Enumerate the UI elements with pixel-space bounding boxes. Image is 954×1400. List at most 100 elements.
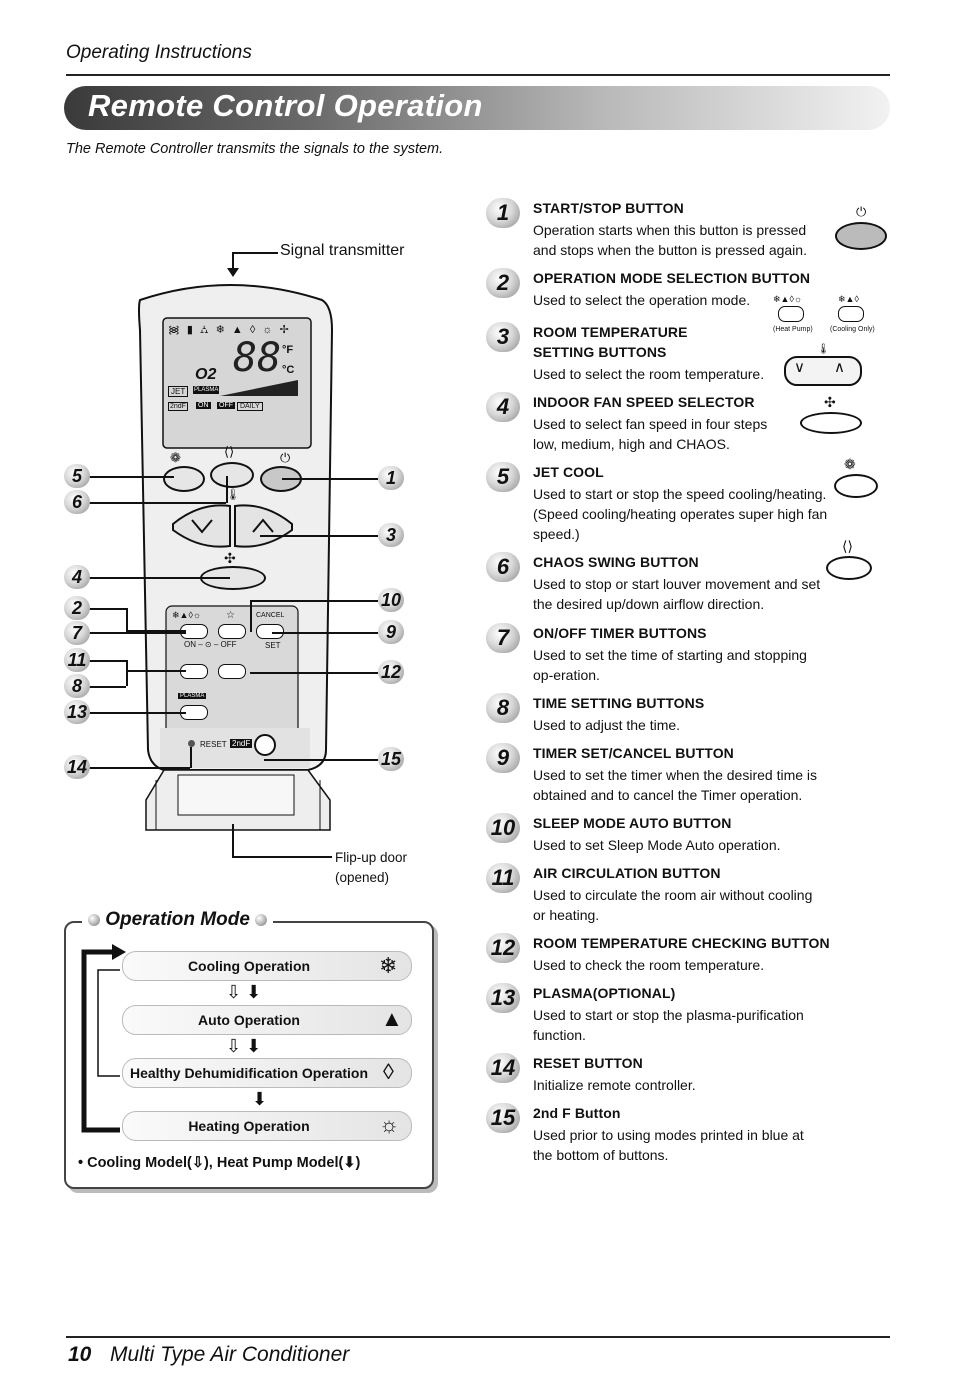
panel-onoff-label: ON – ⊙ – OFF <box>184 640 237 649</box>
chaos-swing-button[interactable] <box>210 462 254 488</box>
fan-icon: ✣ <box>824 394 836 410</box>
mode-icons: ❄▲◊☼ <box>773 294 803 304</box>
arrow-down-icon: ⬇ <box>252 1089 268 1109</box>
remote-illustration: Signal transmitter 88 °F °C O2 JET PLASM… <box>60 240 440 890</box>
operation-mode-title: Operation Mode <box>105 909 250 930</box>
note-prefix: • Cooling Model( <box>78 1155 192 1171</box>
display-o2: O2 <box>195 366 217 383</box>
2ndf-button[interactable] <box>254 734 276 756</box>
page-number: 10 <box>68 1343 92 1366</box>
display-icons-row: ᯼ ▮ ⛼ ❄ ▲ ◊ ☼ ✢ <box>168 324 291 336</box>
on-off-timer-button[interactable] <box>180 664 208 679</box>
callout-7: 7 <box>64 621 90 645</box>
hollow-arrow-icon: ⇩ <box>191 1155 204 1171</box>
auto-icon: ▲ <box>381 1006 403 1031</box>
signal-transmitter-label: Signal transmitter <box>280 242 405 259</box>
heating-operation-label: Heating Operation <box>188 1118 310 1134</box>
droplet-icon: ◊ <box>383 1059 394 1084</box>
cooling-only-label: (Cooling Only) <box>830 326 875 333</box>
fan-button-icon <box>800 412 862 434</box>
mode-button-icon <box>838 306 864 322</box>
callout-8: 8 <box>64 674 90 698</box>
callout-3: 3 <box>378 523 404 547</box>
fan-bar-icon <box>220 380 298 396</box>
panel-set-label: SET <box>265 641 281 650</box>
callout-12: 12 <box>378 660 404 684</box>
display-on: ON <box>196 402 211 409</box>
page-subtitle: The Remote Controller transmits the sign… <box>66 141 444 157</box>
mode-cycle-arrows <box>81 944 126 1133</box>
sun-icon: ☼ <box>379 1112 400 1137</box>
sleep-button[interactable] <box>218 624 246 639</box>
display-2ndf: 2ndF <box>168 402 188 411</box>
cooling-operation-label: Cooling Operation <box>187 958 311 974</box>
display-daily: DAILY <box>237 402 263 411</box>
panel-plasma-label: PLASMA <box>178 693 207 699</box>
auto-operation-pill: Auto Operation ▲ <box>122 1005 412 1035</box>
callout-1: 1 <box>378 466 404 490</box>
arrow-down-icon <box>227 268 239 277</box>
callout-6: 6 <box>64 490 90 514</box>
jet-cool-button-icon <box>834 474 878 498</box>
display-off: OFF <box>217 402 235 409</box>
room-temp-check-button[interactable] <box>218 664 246 679</box>
panel-2ndf-label: 2ndF <box>230 739 253 748</box>
jet-cool-icon: ❁ <box>844 456 856 472</box>
chevron-up-icon: ∧ <box>834 359 845 376</box>
auto-operation-label: Auto Operation <box>198 1012 300 1028</box>
bullet-icon <box>255 913 268 926</box>
arrow-down-pair-icon: ⇩ ⬇ <box>226 1036 262 1056</box>
flip-door-label-line2: (opened) <box>335 870 390 885</box>
operation-mode-label: Operation Mode <box>82 909 274 931</box>
reset-button[interactable] <box>188 740 195 747</box>
thermometer-icon: 🌡 <box>226 489 240 501</box>
chevron-down-icon: ∨ <box>794 359 805 376</box>
callout-2: 2 <box>64 596 90 620</box>
start-stop-button-icon <box>835 222 887 250</box>
display-jet: JET <box>168 386 189 397</box>
swing-icon: ⟨⟩ <box>224 444 235 459</box>
swing-icon: ⟨⟩ <box>842 538 853 554</box>
page-title: Remote Control Operation <box>88 88 483 123</box>
section-title: Operating Instructions <box>66 42 252 63</box>
cooling-operation-pill: Cooling Operation ❄ <box>122 951 412 981</box>
solid-arrow-icon: ⬇ <box>343 1155 356 1171</box>
swing-button-icon <box>826 556 872 580</box>
display-plasma: PLASMA <box>193 386 220 394</box>
display-unit-f: °F <box>282 344 294 356</box>
panel-mode-icons: ❄▲◊☼ <box>172 610 202 620</box>
footer-rule <box>66 1336 890 1338</box>
title-banner <box>64 86 890 130</box>
mode-button[interactable] <box>180 624 208 639</box>
fan-icon: ✣ <box>224 550 236 566</box>
panel-sleep-icon: ☆ <box>226 610 235 621</box>
note-mid: ), Heat Pump Model( <box>203 1155 344 1171</box>
callout-4: 4 <box>64 565 90 589</box>
callout-10: 10 <box>378 588 404 612</box>
jet-cool-button[interactable] <box>163 466 205 492</box>
callout-11: 11 <box>64 648 90 672</box>
callout-14: 14 <box>64 755 90 779</box>
temp-buttons-icon <box>784 356 862 386</box>
heating-operation-pill: Heating Operation ☼ <box>122 1111 412 1141</box>
power-icon: ⏻ <box>280 450 291 465</box>
dehumidification-operation-label: Healthy Dehumidification Operation <box>129 1065 369 1081</box>
snowflake-icon: ❄ <box>379 953 398 978</box>
thermometer-icon: 🌡 <box>817 344 830 355</box>
bullet-icon <box>88 913 100 926</box>
dehumidification-operation-pill: Healthy Dehumidification Operation ◊ <box>122 1058 412 1088</box>
display-digits: 88 <box>233 335 282 381</box>
timer-cancel-button[interactable] <box>256 624 284 639</box>
arrow-down-pair-icon: ⇩ ⬇ <box>226 982 262 1002</box>
mode-button-icon <box>778 306 804 322</box>
flip-door-label-line1: Flip-up door <box>335 850 408 865</box>
panel-reset-label: RESET <box>200 740 227 749</box>
flip-door-label: Flip-up door (opened) <box>335 848 407 888</box>
panel-cancel-label: CANCEL <box>256 612 285 619</box>
callout-5: 5 <box>64 464 90 488</box>
footer-title: Multi Type Air Conditioner <box>110 1343 350 1366</box>
power-icon: ⏻ <box>856 204 867 219</box>
note-suffix: ) <box>355 1155 361 1171</box>
callout-13: 13 <box>64 700 90 724</box>
model-note: • Cooling Model(⇩), Heat Pump Model(⬇) <box>78 1155 360 1171</box>
